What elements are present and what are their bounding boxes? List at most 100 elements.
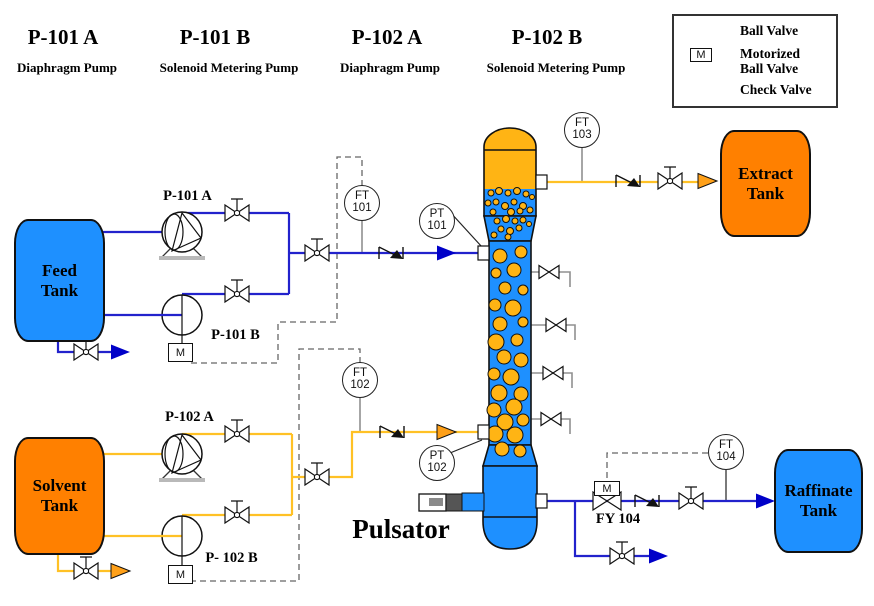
motor-box: M: [594, 481, 620, 496]
flow-arrow-icon: [649, 548, 668, 564]
legend-label-check-valve: Check Valve: [740, 82, 812, 97]
ball-valve-icon: [73, 556, 99, 581]
flow-arrow-icon: [436, 423, 458, 441]
flow-arrow-icon: [110, 562, 132, 580]
header-tag-p102a: P-102 A: [351, 25, 423, 49]
extraction-column: [481, 127, 539, 550]
instrument-stem: [359, 148, 583, 434]
flow-arrow-icon: [111, 344, 130, 360]
instrument-number: 101: [427, 220, 447, 233]
droplet-bubbles: [484, 187, 535, 458]
droplet-icon: [517, 284, 529, 296]
sample-ball-valve-icon: [538, 264, 560, 280]
feed-tank: Feed Tank: [14, 219, 105, 342]
ball-valve-icon: [304, 238, 330, 263]
flow-arrow-icon: [697, 172, 719, 190]
droplet-icon: [506, 262, 522, 278]
droplet-icon: [489, 208, 497, 216]
legend-label-ball-valve: Ball Valve: [740, 23, 799, 38]
droplet-icon: [506, 227, 514, 235]
metering-pump-p101b: [100, 294, 203, 343]
flow-arrow-icon: [756, 493, 775, 509]
instrument-bubble-ft102: FT 102: [342, 362, 378, 398]
droplet-icon: [513, 386, 529, 402]
instrument-number: 101: [352, 202, 372, 215]
droplet-icon: [490, 384, 508, 402]
pt-pointer-line: [449, 211, 483, 454]
droplet-icon: [490, 231, 498, 239]
droplet-icon: [510, 198, 518, 206]
droplet-icon: [501, 202, 509, 210]
header-tag-p101a: P-101 A: [27, 25, 99, 49]
ball-valve-icon: [609, 541, 635, 566]
ball-valve-icon: [224, 198, 250, 223]
pulsator-device: [418, 492, 485, 512]
droplet-icon: [492, 316, 508, 332]
signal-line-dashed: [190, 156, 708, 582]
instrument-bubble-pt101: PT 101: [419, 203, 455, 239]
ball-valve-icon: [657, 166, 683, 191]
droplet-icon: [504, 233, 512, 241]
raffinate-tank: Raffinate Tank: [774, 449, 863, 553]
droplet-icon: [507, 208, 515, 216]
flow-arrow-icon: [437, 245, 456, 261]
instrument-tag: PT: [429, 450, 445, 462]
ball-valve-icon: [224, 419, 250, 444]
label-pump-p101b: P-101 B: [211, 327, 260, 343]
instrument-bubble-ft103: FT 103: [564, 112, 600, 148]
droplet-icon: [505, 398, 523, 416]
pulsator-label: Pulsator: [352, 514, 450, 544]
droplet-icon: [515, 224, 523, 232]
instrument-number: 102: [350, 379, 370, 392]
droplet-icon: [506, 426, 524, 444]
droplet-icon: [504, 189, 512, 197]
header-desc-p102b: Solenoid Metering Pump: [486, 60, 626, 75]
droplet-icon: [514, 245, 528, 259]
droplet-icon: [517, 316, 529, 328]
droplet-icon: [488, 298, 502, 312]
instrument-tag: PT: [429, 208, 445, 220]
instrument-number: 102: [427, 462, 447, 475]
instrument-bubble-ft104: FT 104: [708, 434, 744, 470]
sample-ball-valve-icon: [542, 365, 564, 381]
motor-box: M: [168, 565, 193, 584]
droplet-icon: [510, 333, 524, 347]
check-valve-icon: [379, 425, 405, 438]
droplet-icon: [492, 248, 508, 264]
label-pump-p101a: P-101 A: [163, 188, 212, 204]
instrument-bubble-pt102: PT 102: [419, 445, 455, 481]
legend-label-motorized-ball-valve: Motorized Ball Valve: [740, 46, 800, 76]
check-valve-icon: [615, 174, 641, 187]
ball-valve-icon: [224, 279, 250, 304]
droplet-icon: [513, 187, 521, 195]
header-tag-p101b: P-101 B: [179, 25, 251, 49]
ball-valve-icon: [224, 500, 250, 525]
motor-box: M: [690, 48, 712, 62]
extract-tank: Extract Tank: [720, 130, 811, 237]
motor-box: M: [168, 343, 193, 362]
motorized-ball-valve-icon: [592, 490, 622, 512]
droplet-icon: [494, 441, 510, 457]
diaphragm-pump-p101a: [159, 211, 205, 260]
sample-ball-valve-icon: [545, 317, 567, 333]
check-valve-icon: [634, 494, 660, 507]
header-desc-p102a: Diaphragm Pump: [339, 60, 441, 75]
label-pump-p102b: P- 102 B: [205, 550, 258, 566]
nozzle-square: [477, 174, 548, 509]
droplet-icon: [492, 198, 500, 206]
solvent-tank-label: Solvent Tank: [32, 476, 87, 515]
droplet-icon: [487, 333, 505, 351]
droplet-icon: [490, 267, 502, 279]
droplet-icon: [513, 444, 527, 458]
feed-tank-label: Feed Tank: [40, 260, 79, 300]
droplet-icon: [516, 413, 530, 427]
droplet-icon: [526, 206, 534, 214]
droplet-icon: [487, 367, 501, 381]
droplet-icon: [526, 221, 532, 227]
metering-pump-p102b: [100, 515, 203, 565]
header-desc-p101a: Diaphragm Pump: [16, 60, 118, 75]
droplet-icon: [497, 225, 505, 233]
label-pump-p102a: P-102 A: [165, 409, 214, 425]
droplet-icon: [504, 299, 522, 317]
